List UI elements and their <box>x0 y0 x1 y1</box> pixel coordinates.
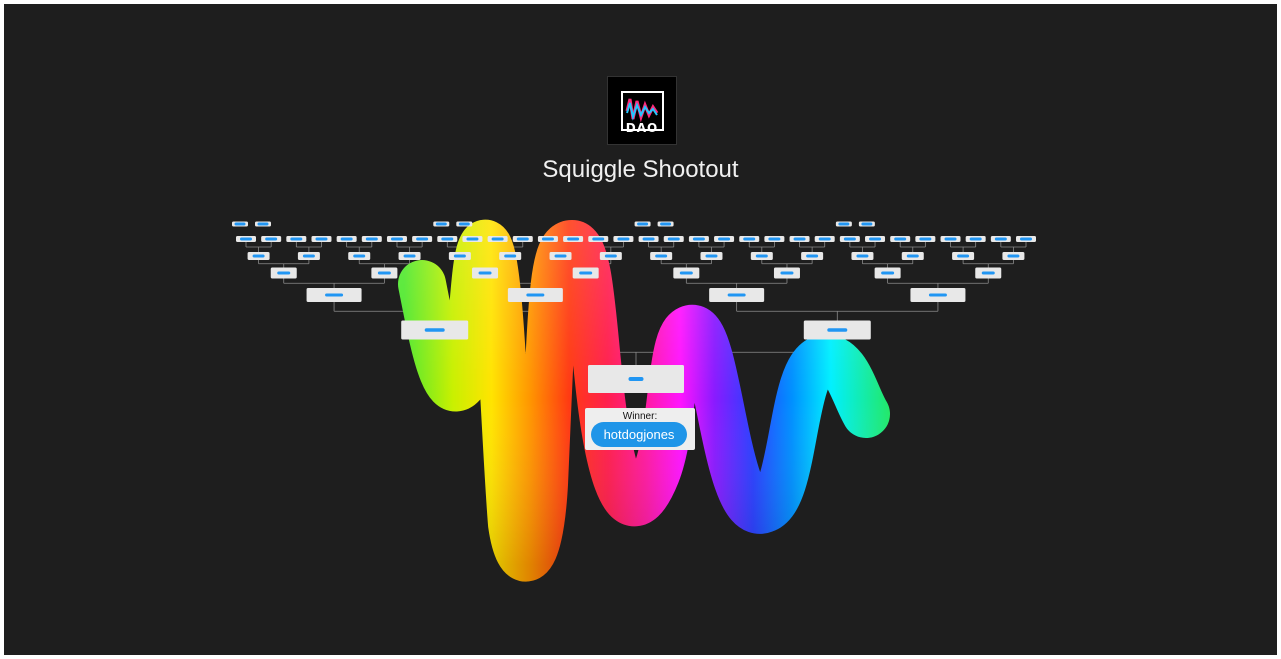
match-round-3-player-pill <box>478 271 492 275</box>
match-round-2-player-pill <box>806 254 819 258</box>
prelim-match-player-pill <box>861 222 873 226</box>
rainbow-squiggle <box>398 220 890 582</box>
match-round-1-player-pill <box>667 237 680 241</box>
match-round-1-player-pill <box>743 237 756 241</box>
match-round-1-player-pill <box>843 237 856 241</box>
logo-frame <box>621 91 664 131</box>
match-round-1-player-pill <box>692 237 705 241</box>
match-round-1-player-pill <box>516 237 529 241</box>
match-round-1-player-pill <box>718 237 731 241</box>
winner-box: Winner: hotdogjones <box>585 408 695 450</box>
match-round-4-player-pill <box>526 293 545 297</box>
dao-squiggle-logo-icon <box>625 98 659 123</box>
bracket-matches <box>232 221 1036 393</box>
match-round-1-player-pill <box>642 237 655 241</box>
match-round-1-player-pill <box>969 237 982 241</box>
match-round-1-player-pill <box>592 237 605 241</box>
match-round-4-player-pill <box>325 293 344 297</box>
match-round-1-player-pill <box>541 237 554 241</box>
dao-logo: DAO <box>607 76 677 145</box>
match-round-2-player-pill <box>705 254 718 258</box>
prelim-match-player-pill <box>257 222 269 226</box>
prelim-match-player-pill <box>838 222 850 226</box>
match-round-5-player-pill <box>424 328 445 332</box>
match-round-2-player-pill <box>302 254 315 258</box>
match-round-1-player-pill <box>793 237 806 241</box>
match-round-2-player-pill <box>554 254 567 258</box>
match-round-2-player-pill <box>353 254 366 258</box>
match-round-2-player-pill <box>252 254 265 258</box>
match-round-1-player-pill <box>265 237 278 241</box>
match-round-3-player-pill <box>679 271 693 275</box>
match-round-1-player-pill <box>390 237 403 241</box>
match-round-1-player-pill <box>994 237 1007 241</box>
match-round-4-player-pill <box>928 293 947 297</box>
match-round-3-player-pill <box>881 271 895 275</box>
match-round-6-player-pill <box>628 377 644 381</box>
match-round-1-player-pill <box>340 237 353 241</box>
match-round-1-player-pill <box>1020 237 1032 241</box>
winner-label: Winner: <box>622 411 658 422</box>
match-round-3-player-pill <box>277 271 291 275</box>
match-round-2-player-pill <box>453 254 466 258</box>
match-round-2-player-pill <box>604 254 617 258</box>
match-round-1-player-pill <box>869 237 882 241</box>
stage: DAO Squiggle Shootout Winner: hotdogjone… <box>4 4 1277 655</box>
match-round-2-player-pill <box>906 254 919 258</box>
match-round-2-player-pill <box>755 254 768 258</box>
prelim-match-player-pill <box>234 222 246 226</box>
logo-text: DAO <box>625 121 659 135</box>
match-round-2-player-pill <box>957 254 970 258</box>
match-round-1-player-pill <box>768 237 781 241</box>
match-round-1-player-pill <box>617 237 630 241</box>
match-round-3-player-pill <box>981 271 995 275</box>
match-round-1-player-pill <box>466 237 479 241</box>
page-title: Squiggle Shootout <box>542 156 739 183</box>
match-round-1-player-pill <box>315 237 328 241</box>
match-round-1-player-pill <box>818 237 831 241</box>
bracket-connectors <box>245 242 1027 365</box>
prelim-match-player-pill <box>637 222 649 226</box>
match-round-1-player-pill <box>919 237 932 241</box>
match-round-4-player-pill <box>727 293 746 297</box>
match-round-1-player-pill <box>944 237 957 241</box>
match-round-2-player-pill <box>655 254 668 258</box>
match-round-3-player-pill <box>780 271 794 275</box>
match-round-1-player-pill <box>491 237 504 241</box>
match-round-2-player-pill <box>504 254 517 258</box>
match-round-5-player-pill <box>827 328 848 332</box>
match-round-1-player-pill <box>416 237 429 241</box>
match-round-1-player-pill <box>240 237 252 241</box>
match-round-2-player-pill <box>403 254 416 258</box>
match-round-1-player-pill <box>894 237 907 241</box>
prelim-match-player-pill <box>435 222 447 226</box>
match-round-1-player-pill <box>290 237 303 241</box>
bracket-diagram <box>232 220 1036 582</box>
prelim-match-player-pill <box>458 222 470 226</box>
winner-name-pill[interactable]: hotdogjones <box>591 422 687 447</box>
match-round-3-player-pill <box>377 271 391 275</box>
match-round-2-player-pill <box>1007 254 1020 258</box>
match-round-1-player-pill <box>567 237 580 241</box>
match-round-1-player-pill <box>365 237 378 241</box>
match-round-1-player-pill <box>441 237 454 241</box>
match-round-2-player-pill <box>856 254 869 258</box>
prelim-match-player-pill <box>660 222 672 226</box>
match-round-3-player-pill <box>579 271 593 275</box>
